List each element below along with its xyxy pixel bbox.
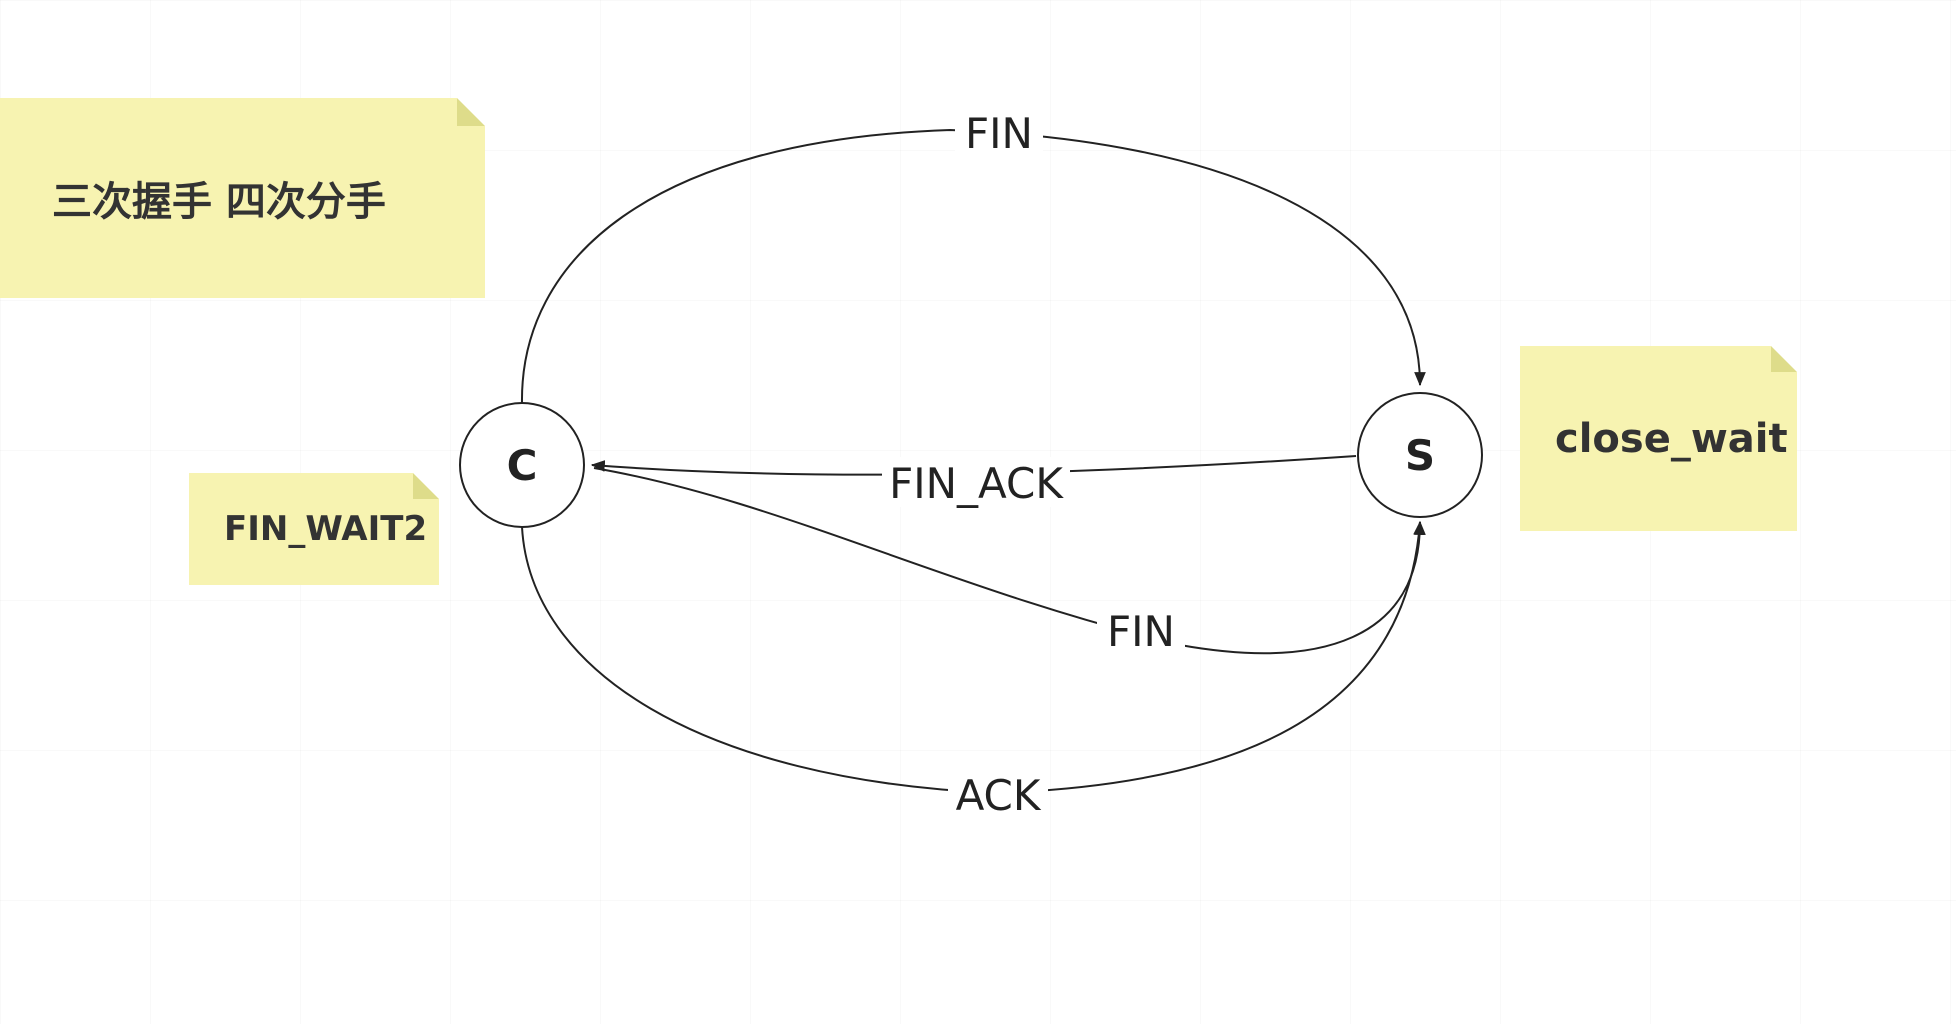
sticky-note-fin-wait2-text: FIN_WAIT2 bbox=[224, 509, 428, 549]
node-server-label: S bbox=[1405, 431, 1435, 480]
sticky-note-title-text: 三次握手 四次分手 bbox=[52, 179, 386, 225]
edge-fin-top[interactable] bbox=[520, 128, 1426, 404]
edge-label-fin-ack: FIN_ACK bbox=[889, 459, 1064, 508]
edge-label-bg bbox=[882, 457, 1070, 507]
note-fold-corner bbox=[1771, 346, 1797, 372]
edge-label-bg bbox=[955, 108, 1043, 158]
edge-label-fin-top: FIN bbox=[965, 109, 1033, 158]
sticky-note-close-wait-text: close_wait bbox=[1555, 415, 1788, 462]
node-client-label: C bbox=[507, 441, 538, 490]
edge-label-bg bbox=[948, 770, 1048, 820]
node-client[interactable]: C bbox=[459, 402, 585, 528]
edge-label-fin-bottom: FIN bbox=[1107, 607, 1175, 656]
note-fold-corner bbox=[413, 473, 439, 499]
note-fold-corner bbox=[457, 98, 485, 126]
sticky-note-title[interactable]: 三次握手 四次分手 bbox=[0, 98, 485, 298]
edge-ack[interactable] bbox=[521, 520, 1425, 795]
sticky-note-close-wait[interactable]: close_wait bbox=[1520, 346, 1797, 531]
edge-label-ack: ACK bbox=[956, 771, 1042, 820]
sticky-note-fin-wait2[interactable]: FIN_WAIT2 bbox=[189, 473, 439, 585]
edge-label-bg bbox=[1097, 605, 1185, 655]
node-server[interactable]: S bbox=[1357, 392, 1483, 518]
